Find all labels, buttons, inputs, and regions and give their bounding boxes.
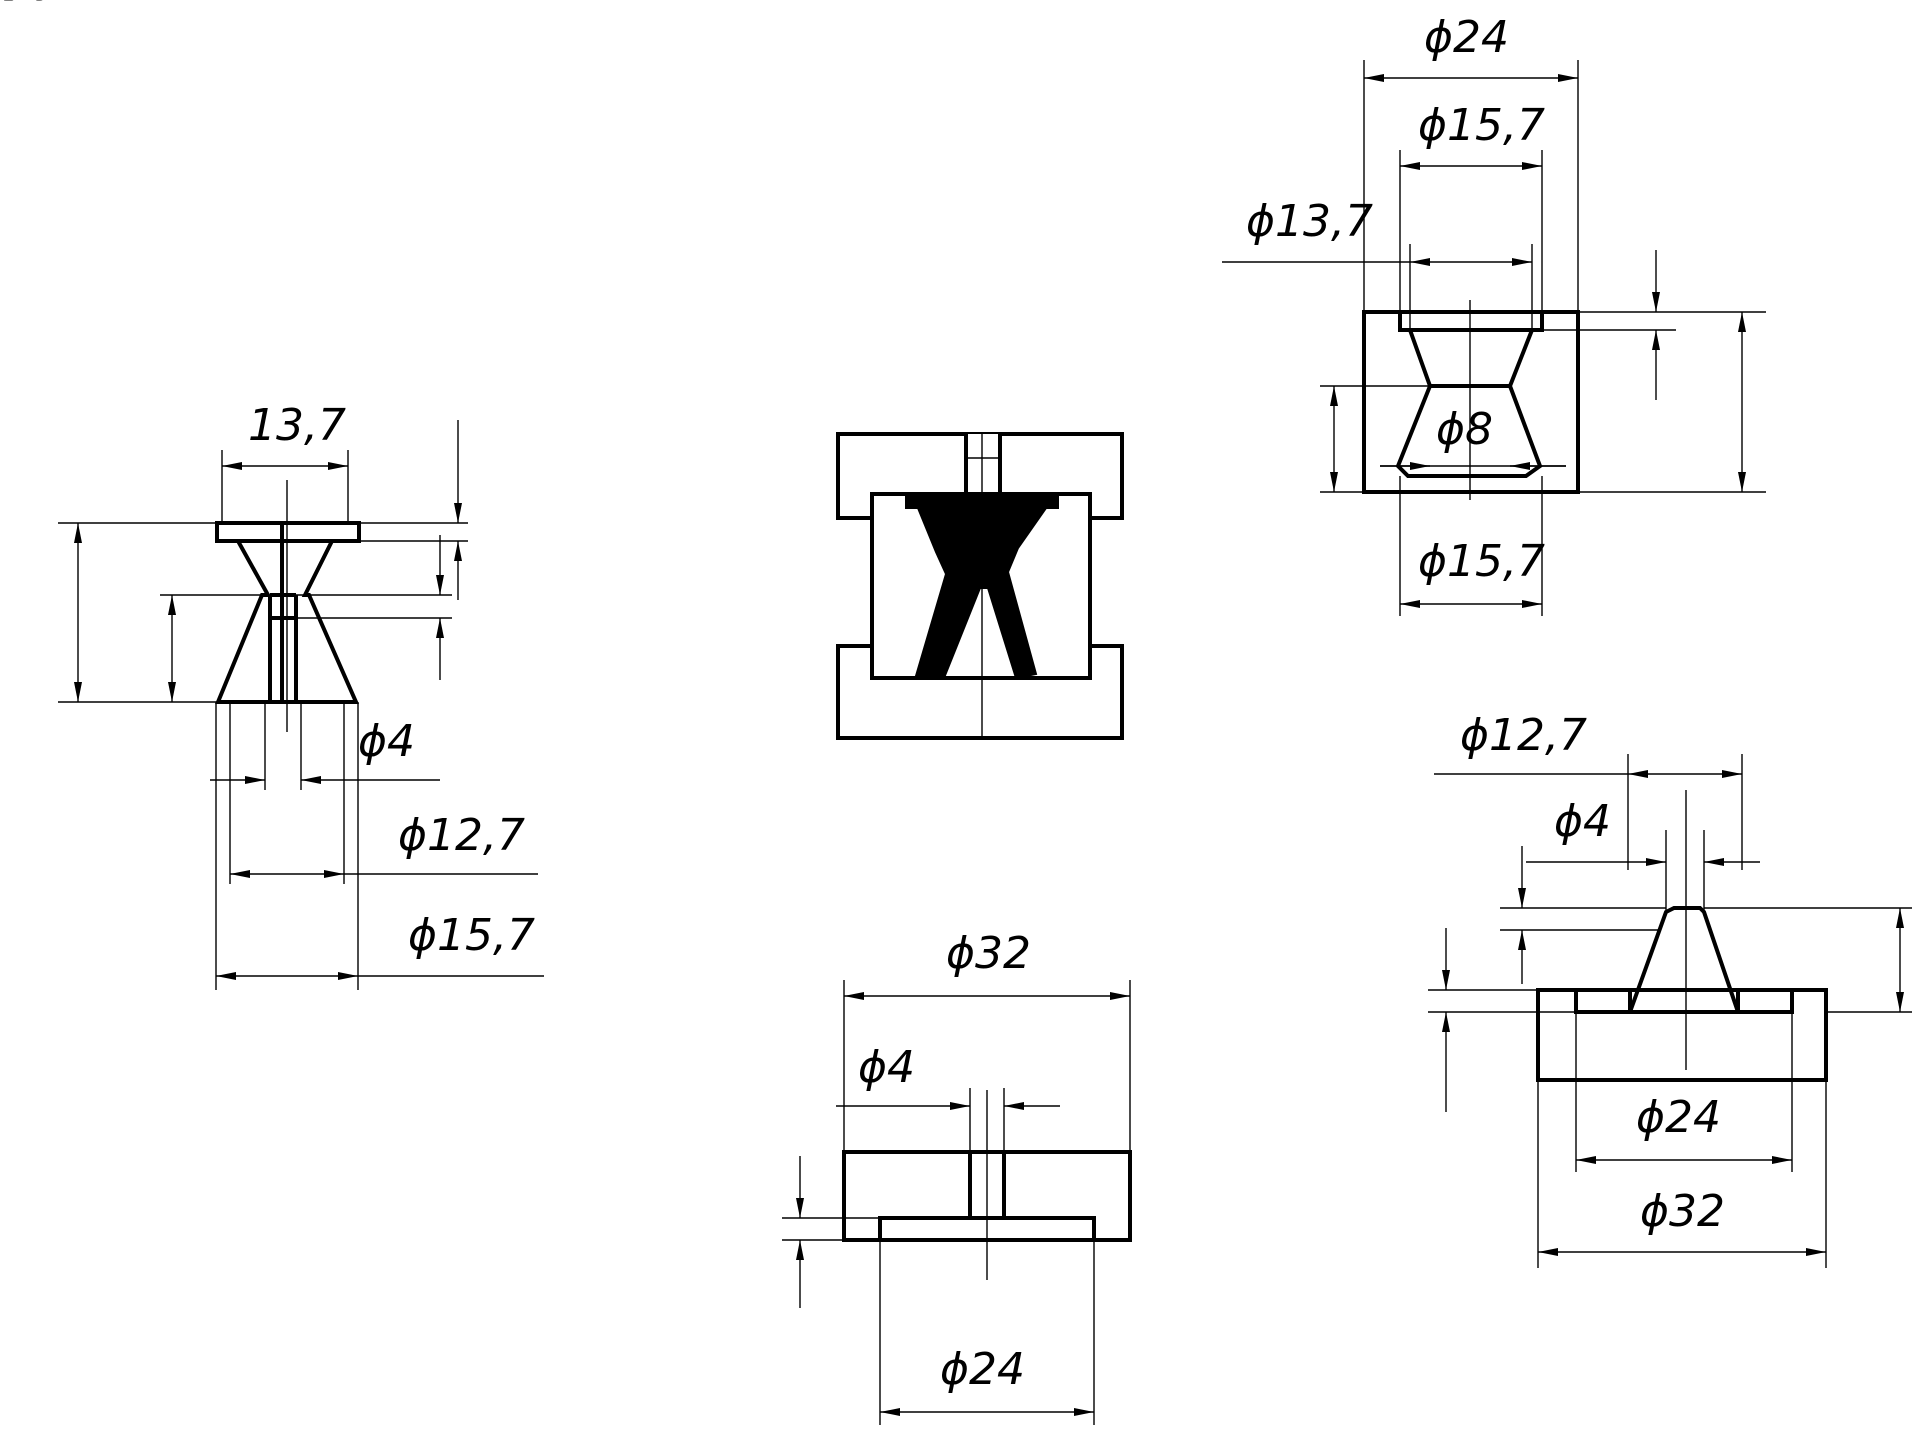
tr-label-cone: 12 bbox=[0, 0, 56, 11]
tr-label-thickness: 2 bbox=[0, 0, 28, 11]
br-label-outer: ϕ32 bbox=[1640, 1186, 1725, 1237]
tr-label-throat: ϕ8 bbox=[1436, 404, 1493, 455]
tr-label-top: ϕ15,7 bbox=[1418, 100, 1545, 151]
left-label-base: ϕ15,7 bbox=[408, 910, 535, 961]
br-label-hole: ϕ4 bbox=[1554, 796, 1611, 847]
left-part-flange bbox=[215, 521, 361, 543]
top-right-part: ϕ24 ϕ15,7 ϕ13,7 20 2 12 ϕ8 bbox=[0, 0, 1766, 616]
tr-label-recess: ϕ13,7 bbox=[1246, 196, 1373, 247]
tr-label-outer: ϕ24 bbox=[1424, 12, 1509, 63]
left-part-body-right bbox=[280, 539, 360, 704]
br-label-stepbot: 3 bbox=[0, 0, 28, 11]
br-part-boss bbox=[1627, 906, 1741, 1014]
assembly-section bbox=[836, 432, 1124, 740]
tr-label-bottom: ϕ15,7 bbox=[1418, 536, 1545, 587]
left-label-height: 20 bbox=[0, 0, 56, 11]
tr-label-height: 20 bbox=[0, 0, 56, 11]
left-label-hole: ϕ4 bbox=[358, 716, 415, 767]
br-part-body bbox=[1536, 988, 1828, 1082]
bc-part-body bbox=[842, 1150, 1132, 1242]
left-label-step: 3 bbox=[0, 0, 28, 11]
br-label-steptop: 3 bbox=[0, 0, 28, 11]
left-label-topwidth: 13,7 bbox=[248, 400, 346, 451]
left-part-body-left bbox=[215, 539, 284, 704]
left-part: 13,7 20 12 2 3 ϕ4 ϕ12,7 bbox=[0, 0, 544, 990]
bottom-center-part: ϕ32 ϕ4 3 ϕ24 bbox=[0, 0, 1132, 1425]
left-label-mid: ϕ12,7 bbox=[398, 810, 525, 861]
bc-label-step: 3 bbox=[0, 0, 28, 11]
bc-label-recess: ϕ24 bbox=[940, 1344, 1025, 1395]
bottom-right-part: ϕ12,7 ϕ4 3 12 3 ϕ24 ϕ32 bbox=[0, 0, 1912, 1268]
br-label-recess: ϕ24 bbox=[1636, 1092, 1721, 1143]
bc-label-outer: ϕ32 bbox=[946, 928, 1031, 979]
left-label-thickness: 2 bbox=[0, 0, 28, 11]
assembly-top-hole bbox=[966, 434, 1000, 494]
br-part-recess-left bbox=[1574, 988, 1632, 1014]
br-label-top: ϕ12,7 bbox=[1460, 710, 1587, 761]
br-part-recess-right bbox=[1736, 988, 1794, 1014]
br-label-height: 12 bbox=[0, 0, 56, 11]
tr-part-body bbox=[1362, 310, 1580, 494]
left-label-cone: 12 bbox=[0, 0, 56, 11]
bc-label-hole: ϕ4 bbox=[858, 1042, 915, 1093]
assembly-bottom-plate bbox=[836, 644, 1124, 740]
